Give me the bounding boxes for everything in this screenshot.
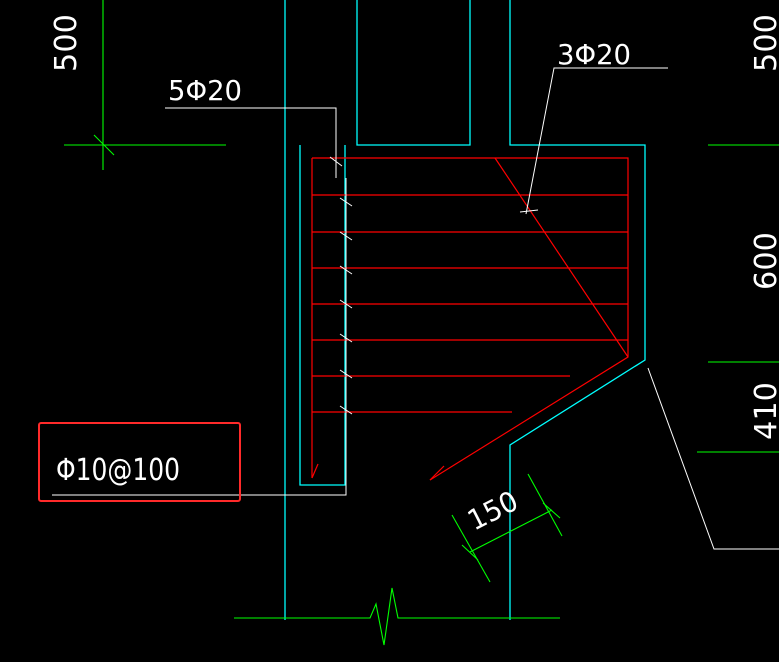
leader-3phi20-tick [519,209,539,213]
leader-lower-right [647,367,779,550]
dim-left-tick [93,134,115,156]
dim-haunch-line [469,509,553,553]
label-stirrups: Φ10@100 [56,453,180,488]
rebar-outline [312,157,629,481]
concrete-outline [284,0,646,620]
upper-column-box [356,0,471,146]
dim-label-right-low: 410 [749,382,779,440]
dim-label-right-top: 500 [749,14,779,72]
dim-label-left-top: 500 [49,14,84,72]
rebar-bottom-hook [429,465,445,481]
rebar-group [311,157,629,481]
dim-haunch-ext-left [451,514,491,583]
upper-right-column-edge [509,0,646,620]
inner-bracket-outline [299,145,346,486]
dim-haunch-ticks [461,502,561,561]
leader-5phi20 [165,107,337,178]
label-3phi20: 3Φ20 [557,38,631,71]
dim-label-right-mid: 600 [749,232,779,290]
label-5phi20: 5Φ20 [168,74,242,107]
rebar-diagonal [494,157,629,358]
leader-lines [52,67,779,550]
break-line [234,587,560,646]
selection-highlight-box[interactable] [38,422,241,502]
leader-3phi20 [525,67,668,215]
rebar-left-hook [311,463,319,479]
dimension-lines [64,0,779,646]
leader-stirrups [52,420,347,496]
